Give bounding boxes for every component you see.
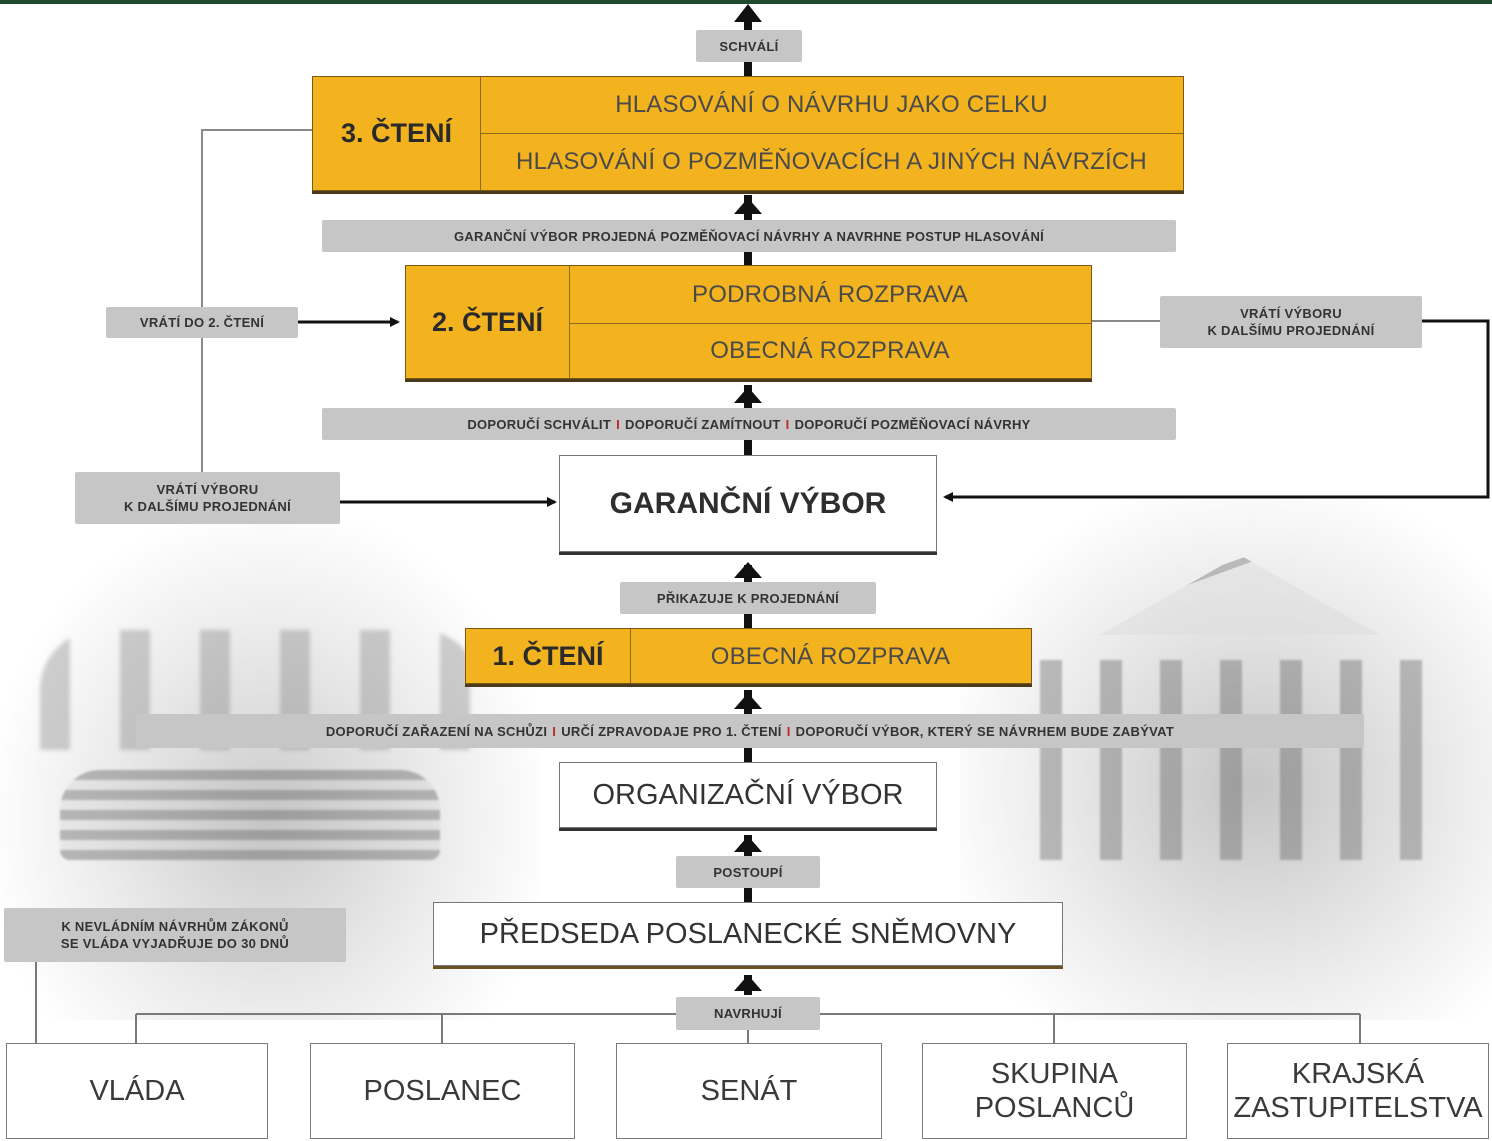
guarantee-committee-discusses-text: GARANČNÍ VÝBOR PROJEDNÁ POZMĚŇOVACÍ NÁVR… xyxy=(453,228,1045,244)
proposer-deputy-group-box: SKUPINA POSLANCŮ xyxy=(922,1043,1187,1139)
proposer-government-text: VLÁDA xyxy=(89,1075,185,1107)
return-to-committee-right-line1: VRÁTÍ VÝBORU xyxy=(1240,306,1342,321)
approves-label-text: SCHVÁLÍ xyxy=(719,38,779,54)
proposer-senate-text: SENÁT xyxy=(700,1075,798,1107)
organizational-committee-text: ORGANIZAČNÍ VÝBOR xyxy=(592,778,904,811)
recommend-schedule-text: DOPORUČÍ ZAŘAZENÍ NA SCHŮZI xyxy=(325,723,548,739)
third-reading-vote-amendments: HLASOVÁNÍ O POZMĚŇOVACÍCH A JINÝCH NÁVRZ… xyxy=(516,148,1147,175)
approves-label: SCHVÁLÍ xyxy=(696,30,802,62)
first-reading-block: 1. ČTENÍ OBECNÁ ROZPRAVA xyxy=(465,628,1032,684)
propose-text: NAVRHUJÍ xyxy=(714,1006,782,1021)
government-opinion-line2: SE VLÁDA VYJADŘUJE DO 30 DNŮ xyxy=(60,936,290,951)
recommend-reject-text: DOPORUČÍ ZAMÍTNOUT xyxy=(625,416,781,432)
proposer-deputy-group-line1: SKUPINA xyxy=(990,1058,1119,1090)
second-reading-block: 2. ČTENÍ PODROBNÁ ROZPRAVA OBECNÁ ROZPRA… xyxy=(405,265,1092,379)
chamber-speaker-text: PŘEDSEDA POSLANECKÉ SNĚMOVNY xyxy=(479,917,1017,950)
organizational-committee-recommendations-label: DOPORUČÍ ZAŘAZENÍ NA SCHŮZI I URČÍ ZPRAV… xyxy=(136,714,1364,748)
proposer-regional-councils-box: KRAJSKÁ ZASTUPITELSTVA xyxy=(1227,1043,1489,1139)
return-to-committee-left-line2: K DALŠÍMU PROJEDNÁNÍ xyxy=(123,499,292,514)
proposer-senate-box: SENÁT xyxy=(616,1043,882,1139)
proposer-deputy-group-line2: POSLANCŮ xyxy=(974,1092,1135,1124)
proposers-tree xyxy=(35,962,1361,1043)
chamber-speaker-box: PŘEDSEDA POSLANECKÉ SNĚMOVNY xyxy=(433,902,1063,966)
committee-recommendations-label: DOPORUČÍ SCHVÁLIT I DOPORUČÍ ZAMÍTNOUT I… xyxy=(322,408,1176,440)
return-to-committee-left-label: VRÁTÍ VÝBORU K DALŠÍMU PROJEDNÁNÍ xyxy=(75,472,340,524)
second-reading-title: 2. ČTENÍ xyxy=(406,266,570,378)
government-opinion-note-label: K NEVLÁDNÍM NÁVRHŮM ZÁKONŮ SE VLÁDA VYJA… xyxy=(4,908,346,962)
organizational-committee-box: ORGANIZAČNÍ VÝBOR xyxy=(559,762,937,828)
propose-label: NAVRHUJÍ xyxy=(676,997,820,1030)
third-reading-block: 3. ČTENÍ HLASOVÁNÍ O NÁVRHU JAKO CELKU H… xyxy=(312,76,1184,191)
forwards-label: POSTOUPÍ xyxy=(676,856,820,888)
return-to-second-reading-text: VRÁTÍ DO 2. ČTENÍ xyxy=(139,315,265,330)
top-border-line xyxy=(0,0,1492,4)
return-to-committee-left-line1: VRÁTÍ VÝBORU xyxy=(156,482,259,497)
separator-mark: I xyxy=(786,723,791,739)
government-opinion-line1: K NEVLÁDNÍM NÁVRHŮM ZÁKONŮ xyxy=(61,919,289,934)
guarantee-committee-box: GARANČNÍ VÝBOR xyxy=(559,455,937,552)
assign-rapporteur-text: URČÍ ZPRAVODAJE PRO 1. ČTENÍ xyxy=(561,723,782,739)
guarantee-committee-text: GARANČNÍ VÝBOR xyxy=(609,486,887,520)
assigns-for-discussion-text: PŘIKAZUJE K PROJEDNÁNÍ xyxy=(656,590,840,606)
return-to-committee-right-label: VRÁTÍ VÝBORU K DALŠÍMU PROJEDNÁNÍ xyxy=(1160,296,1422,348)
assigns-for-discussion-label: PŘIKAZUJE K PROJEDNÁNÍ xyxy=(620,582,876,614)
proposer-regional-councils-line1: KRAJSKÁ xyxy=(1291,1058,1425,1090)
recommend-amendments-text: DOPORUČÍ POZMĚŇOVACÍ NÁVRHY xyxy=(794,416,1031,432)
separator-mark: I xyxy=(785,416,790,432)
second-reading-detailed-debate: PODROBNÁ ROZPRAVA xyxy=(569,266,1091,324)
first-reading-title: 1. ČTENÍ xyxy=(466,629,631,683)
proposer-deputy-box: POSLANEC xyxy=(310,1043,575,1139)
up-arrowheads xyxy=(734,4,762,991)
separator-mark: I xyxy=(552,723,557,739)
guarantee-committee-discusses-label: GARANČNÍ VÝBOR PROJEDNÁ POZMĚŇOVACÍ NÁVR… xyxy=(322,220,1176,252)
third-reading-vote-whole: HLASOVÁNÍ O NÁVRHU JAKO CELKU xyxy=(480,77,1183,134)
proposer-deputy-text: POSLANEC xyxy=(363,1075,522,1107)
third-reading-title: 3. ČTENÍ xyxy=(313,77,481,190)
proposer-government-box: VLÁDA xyxy=(6,1043,268,1139)
recommend-committee-text: DOPORUČÍ VÝBOR, KTERÝ SE NÁVRHEM BUDE ZA… xyxy=(795,723,1175,739)
forwards-text: POSTOUPÍ xyxy=(713,864,783,880)
building-windows-photo xyxy=(1040,660,1440,860)
proposer-regional-councils-line2: ZASTUPITELSTVA xyxy=(1233,1092,1483,1124)
hall-seats-photo xyxy=(60,770,440,860)
first-reading-general-debate: OBECNÁ ROZPRAVA xyxy=(710,642,951,670)
return-to-committee-right-line2: K DALŠÍMU PROJEDNÁNÍ xyxy=(1207,323,1375,338)
return-to-second-reading-label: VRÁTÍ DO 2. ČTENÍ xyxy=(106,307,298,338)
separator-mark: I xyxy=(616,416,621,432)
second-reading-general-debate: OBECNÁ ROZPRAVA xyxy=(710,337,950,364)
recommend-approve-text: DOPORUČÍ SCHVÁLIT xyxy=(467,416,612,432)
